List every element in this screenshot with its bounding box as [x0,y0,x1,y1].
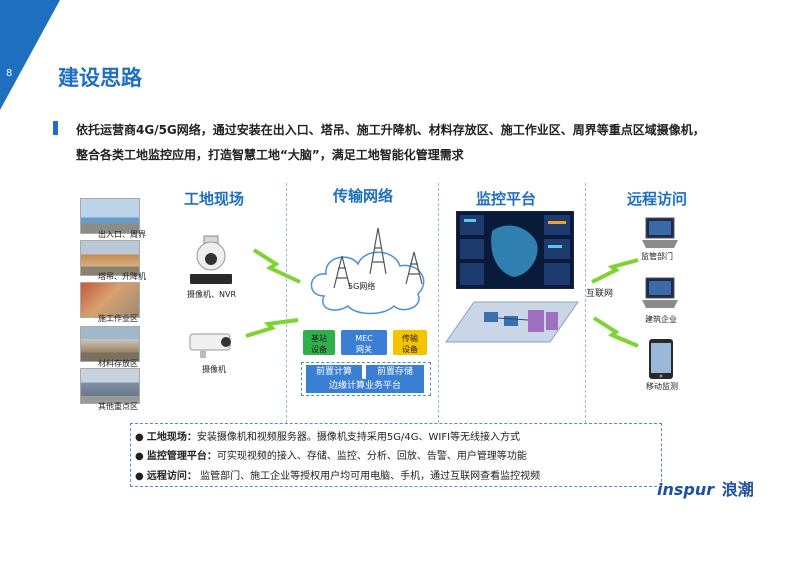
bullet-camera-caption: 摄像机 [202,365,226,374]
info-item-site: ● 工地现场：安装摄像机和视频服务器。摄像机支持采用5G/4G、WIFI等无线接… [135,432,521,443]
info-item-text: 可实现视频的接入、存储、监控、分析、回放、告警、用户管理等功能 [216,451,527,462]
info-item-platform: ● 监控管理平台：可实现视频的接入、存储、监控、分析、回放、告警、用户管理等功能 [135,451,527,462]
wireless-link-icon [252,248,301,284]
front-compute-box: 前置计算 [306,365,362,379]
info-item-title: 监控管理平台： [146,451,217,462]
site-photo-material-area [80,326,140,362]
column-title-network: 传输网络 [333,187,394,205]
site-photo-other-area [80,368,140,404]
inspur-logo: inspur 浪潮 [657,476,754,500]
column-title-site: 工地现场 [184,190,245,208]
site-photo-entrance [80,198,140,234]
mobile-phone-icon [649,339,673,379]
info-item-text: 监管部门、施工企业等授权用户均可用电脑、手机，通过互联网查看监控视频 [196,471,541,482]
5g-network-label: 5G网络 [348,282,376,291]
transmission-box: 传输设备 [393,330,427,355]
site-photo-caption: 塔吊、升降机 [98,272,146,281]
5g-cloud-icon [310,227,425,315]
column-title-platform: 监控平台 [476,190,537,208]
edge-platform-box: 边缘计算业务平台 [306,379,424,393]
site-photo-caption: 材料存放区 [98,359,138,368]
separator [585,183,586,423]
edge-compute-group [301,362,431,396]
separator [438,183,439,423]
page-title: 建设思路 [58,66,142,90]
base-station-box: 基站设备 [303,330,335,355]
remote-company-label: 建筑企业 [645,315,677,324]
intro-line-1: 依托运营商4G/5G网络，通过安装在出入口、塔吊、施工升降机、材料存放区、施工作… [76,123,705,137]
server-room-icon [445,301,579,343]
remote-gov-label: 监管部门 [641,252,673,261]
page-number: 8 [6,68,13,79]
info-item-title: 工地现场： [146,432,197,443]
intro-marker [53,121,58,135]
corner-decoration [0,0,60,110]
laptop-icon [642,217,678,248]
logo-latin: inspur [657,480,715,499]
wireless-link-icon [592,316,639,348]
info-item-text: 安装摄像机和视频服务器。摄像机支持采用5G/4G、WIFI等无线接入方式 [196,432,521,443]
ptz-camera-caption: 摄像机、NVR [187,290,237,299]
site-photo-tower-crane [80,240,140,276]
logo-chinese: 浪潮 [721,480,754,499]
info-box [130,423,662,487]
laptop-icon [642,277,678,308]
info-item-remote: ● 远程访问： 监管部门、施工企业等授权用户均可用电脑、手机，通过互联网查看监控… [135,471,541,482]
wireless-link-icon [591,258,639,284]
site-photo-caption: 其他重点区 [98,402,138,411]
site-photo-caption: 施工作业区 [98,314,138,323]
site-photo-work-area [80,282,140,318]
intro-text: 依托运营商4G/5G网络，通过安装在出入口、塔吊、施工升降机、材料存放区、施工作… [76,118,776,168]
info-item-title: 远程访问： [146,471,197,482]
column-title-remote: 远程访问 [627,190,688,208]
remote-mobile-label: 移动监测 [646,382,678,391]
ptz-camera-icon [190,235,232,284]
wireless-link-icon [245,318,299,338]
front-storage-box: 前置存储 [366,365,424,379]
internet-label: 互联网 [586,289,614,299]
separator [286,183,287,423]
monitoring-screen-icon [456,211,574,289]
site-photo-caption: 出入口、周界 [98,230,146,239]
intro-line-2: 整合各类工地监控应用，打造智慧工地“大脑”，满足工地智能化管理需求 [76,148,464,162]
bullet-camera-icon [189,333,231,358]
